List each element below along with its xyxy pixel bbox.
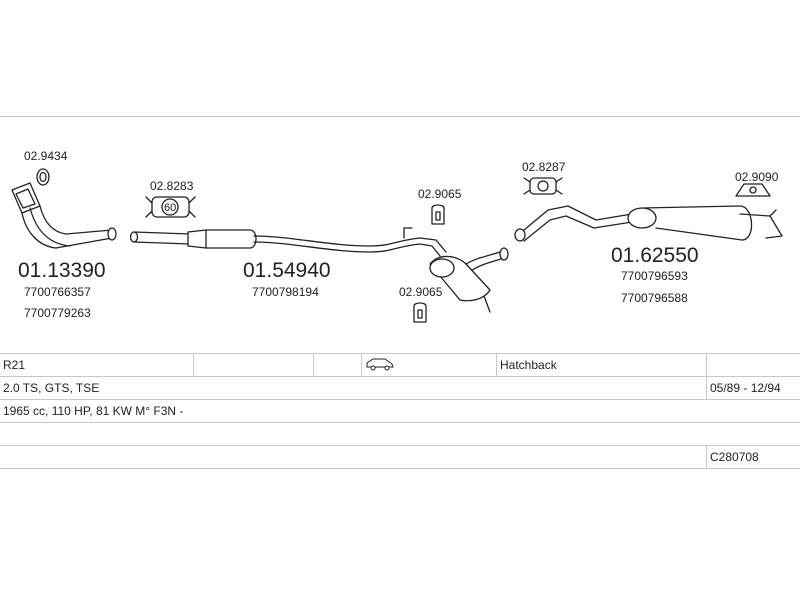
part-number: 01.54940 bbox=[243, 259, 331, 282]
part-number: 01.62550 bbox=[611, 244, 699, 267]
model-cell: R21 bbox=[0, 353, 194, 377]
body-type-cell: Hatchback bbox=[496, 353, 707, 377]
accessory-label: 02.9065 bbox=[418, 187, 462, 201]
accessory-label: 02.9090 bbox=[735, 170, 779, 184]
table-row: 1965 cc, 110 HP, 81 KW M° F3N - bbox=[0, 399, 800, 423]
body-icon-cell bbox=[361, 353, 497, 377]
oem-reference: 7700798194 bbox=[252, 285, 319, 299]
table-row: C280708 bbox=[0, 445, 800, 469]
engine-spec-cell: 1965 cc, 110 HP, 81 KW M° F3N - bbox=[0, 399, 800, 423]
accessory-label: 02.8283 bbox=[150, 179, 194, 193]
oem-reference: 7700796588 bbox=[621, 291, 688, 305]
oem-reference: 7700796593 bbox=[621, 269, 688, 283]
hanger-upper-drawing bbox=[431, 204, 445, 225]
oem-reference: 7700779263 bbox=[24, 306, 91, 320]
table-row bbox=[0, 422, 800, 446]
accessory-label: 02.9434 bbox=[24, 149, 68, 163]
front-pipe-drawing bbox=[11, 182, 117, 249]
catalog-code-cell: C280708 bbox=[706, 445, 800, 469]
middle-silencer-drawing bbox=[187, 227, 447, 257]
engine-variants-cell: 2.0 TS, GTS, TSE bbox=[0, 376, 707, 400]
accessory-label: 02.9065 bbox=[399, 285, 443, 299]
part-number: 01.13390 bbox=[18, 259, 106, 282]
intermediate-box-drawing bbox=[429, 247, 509, 313]
car-hatchback-icon bbox=[366, 358, 394, 370]
production-period-cell: 05/89 - 12/94 bbox=[706, 376, 800, 400]
clamp-drawing bbox=[145, 196, 196, 218]
oem-reference: 7700766357 bbox=[24, 285, 91, 299]
connector-pipe-drawing bbox=[129, 231, 191, 245]
gasket-ring-drawing bbox=[36, 168, 50, 186]
hanger-lower-drawing bbox=[413, 302, 427, 323]
top-rule bbox=[0, 116, 800, 117]
bracket-drawing bbox=[523, 177, 563, 195]
clamp-badge: 60 bbox=[164, 202, 176, 214]
table-row: R21 Hatchback bbox=[0, 353, 800, 377]
vehicle-info-table: R21 Hatchback 2.0 TS, GTS, TSE 05/89 - 1… bbox=[0, 353, 800, 469]
rear-silencer-drawing bbox=[627, 205, 783, 241]
rear-connector-drawing bbox=[514, 205, 633, 242]
table-row: 2.0 TS, GTS, TSE 05/89 - 12/94 bbox=[0, 376, 800, 400]
rear-hanger-drawing bbox=[735, 183, 771, 197]
accessory-label: 02.8287 bbox=[522, 160, 566, 174]
